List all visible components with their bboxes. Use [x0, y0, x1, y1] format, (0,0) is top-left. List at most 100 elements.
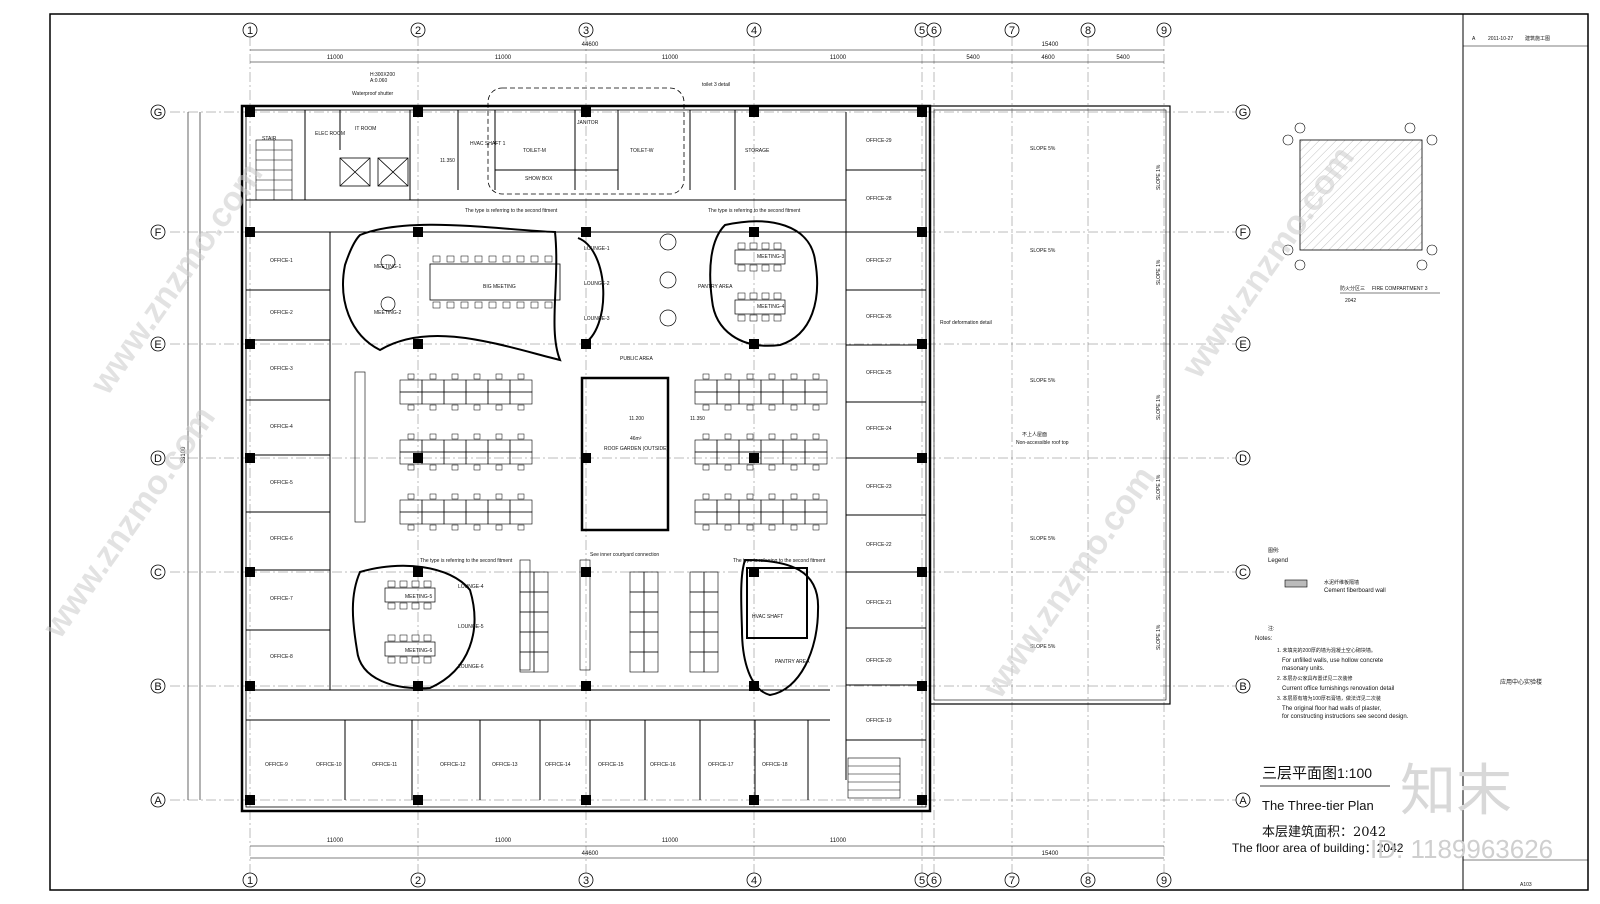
office-bottom-9: OFFICE-9	[265, 762, 288, 768]
axis-bottom-8-label: 8	[1085, 875, 1091, 887]
chair	[516, 301, 525, 309]
chair	[702, 404, 710, 411]
room-elec: ELEC ROOM	[315, 131, 345, 137]
note-line-5: Current office furnishings renovation de…	[1282, 686, 1394, 692]
desk	[694, 379, 718, 393]
desk	[782, 511, 806, 525]
chair	[737, 242, 746, 250]
room-hvac-shaft-2: HVAC SHAFT	[752, 614, 783, 620]
chair	[517, 493, 525, 500]
chair	[768, 373, 776, 380]
axis-bottom-5-label: 5	[919, 875, 925, 887]
note-line-7: The original floor had walls of plaster,	[1282, 706, 1381, 712]
column	[245, 339, 255, 349]
plan-notes: The type is referring to the second fitm…	[352, 72, 992, 564]
toilet-detail-dashed	[487, 87, 685, 195]
axis-top-1-circle	[242, 22, 258, 38]
roof-slope-side-5: SLOPE 1%	[1156, 624, 1162, 650]
desk	[465, 439, 489, 453]
axis-top-6-label: 6	[931, 25, 937, 37]
column	[917, 107, 927, 117]
dim-bay-2: 11000	[495, 55, 512, 61]
chair	[790, 373, 798, 380]
office-bottom-13: OFFICE-13	[492, 762, 518, 768]
roof-slope-side-3: SLOPE 1%	[1156, 394, 1162, 420]
desk	[487, 511, 511, 525]
roof-non-access-en: Non-accessible roof top	[1016, 440, 1069, 446]
chair	[702, 524, 710, 531]
office-left-8: OFFICE-8	[270, 654, 293, 660]
chair	[429, 464, 437, 471]
note-line-8: for constructing instructions see second…	[1282, 714, 1409, 720]
chair	[768, 404, 776, 411]
roof-slope-3: SLOPE 5%	[1030, 378, 1056, 384]
chair	[495, 404, 503, 411]
dim-right-bay-3: 5400	[1116, 55, 1130, 61]
note-line-6: 3. 本层原有墙为100厚石膏墙，做法详见二次装	[1277, 695, 1381, 702]
chair	[423, 656, 432, 664]
chair	[724, 464, 732, 471]
desk	[421, 439, 445, 453]
dim-right-bay-1: 5400	[966, 55, 980, 61]
roof-slope-side-1: SLOPE 1%	[1156, 164, 1162, 190]
office-left-6: OFFICE-6	[270, 536, 293, 542]
chair	[746, 493, 754, 500]
axis-top-2-circle	[410, 22, 426, 38]
desk	[694, 499, 718, 513]
desk	[509, 439, 533, 453]
desk	[782, 499, 806, 513]
office-right-26: OFFICE-26	[866, 314, 892, 320]
desk	[519, 611, 535, 633]
structural-columns	[245, 107, 927, 805]
axis-bottom-9-circle	[1156, 872, 1172, 888]
desk	[399, 379, 423, 393]
legend-swatch	[1284, 579, 1308, 588]
chair	[517, 464, 525, 471]
drawing-number: A103	[1520, 882, 1532, 888]
chair	[473, 433, 481, 440]
office-right-28: OFFICE-28	[866, 196, 892, 202]
chair	[429, 433, 437, 440]
chair	[517, 524, 525, 531]
chair	[407, 373, 415, 380]
room-big-meeting: BIG MEETING	[483, 284, 516, 290]
desk	[399, 391, 423, 405]
axis-right-D-circle	[1235, 450, 1251, 466]
axis-grid	[170, 36, 1250, 876]
dim-bay-bottom-1: 11000	[327, 838, 344, 844]
column	[413, 453, 423, 463]
desk	[533, 571, 549, 593]
chair	[474, 255, 483, 263]
office-bottom-18: OFFICE-18	[762, 762, 788, 768]
roof-non-access-cn: 不上人屋面	[1022, 431, 1047, 438]
column	[749, 795, 759, 805]
chair	[429, 524, 437, 531]
office-labels: OFFICE-1OFFICE-2OFFICE-3OFFICE-4OFFICE-5…	[265, 138, 892, 768]
chair	[411, 602, 420, 610]
chair	[502, 301, 511, 309]
office-right-20: OFFICE-20	[866, 658, 892, 664]
column	[413, 107, 423, 117]
chair	[407, 524, 415, 531]
dim-total-bottom: 44600	[582, 851, 599, 857]
axis-left-F-label: F	[155, 227, 162, 239]
column	[245, 107, 255, 117]
desk	[703, 611, 719, 633]
chair	[790, 404, 798, 411]
note-second-fitment-1: The type is referring to the second fitm…	[465, 208, 558, 214]
room-roof-garden-area: 46m²	[630, 436, 642, 442]
chair	[737, 314, 746, 322]
chair	[812, 464, 820, 471]
chair	[473, 524, 481, 531]
room-toilet-w: TOILET-W	[630, 148, 654, 154]
note-second-fitment-2: The type is referring to the second fitm…	[708, 208, 801, 214]
room-labels: STAIR ELEC ROOM IT ROOM HVAC SHAFT 1 TOI…	[262, 120, 810, 670]
chair	[544, 255, 553, 263]
desk	[509, 391, 533, 405]
desk	[694, 511, 718, 525]
roof-garden-outline	[580, 376, 670, 532]
chair	[495, 493, 503, 500]
desk	[421, 499, 445, 513]
column	[917, 795, 927, 805]
